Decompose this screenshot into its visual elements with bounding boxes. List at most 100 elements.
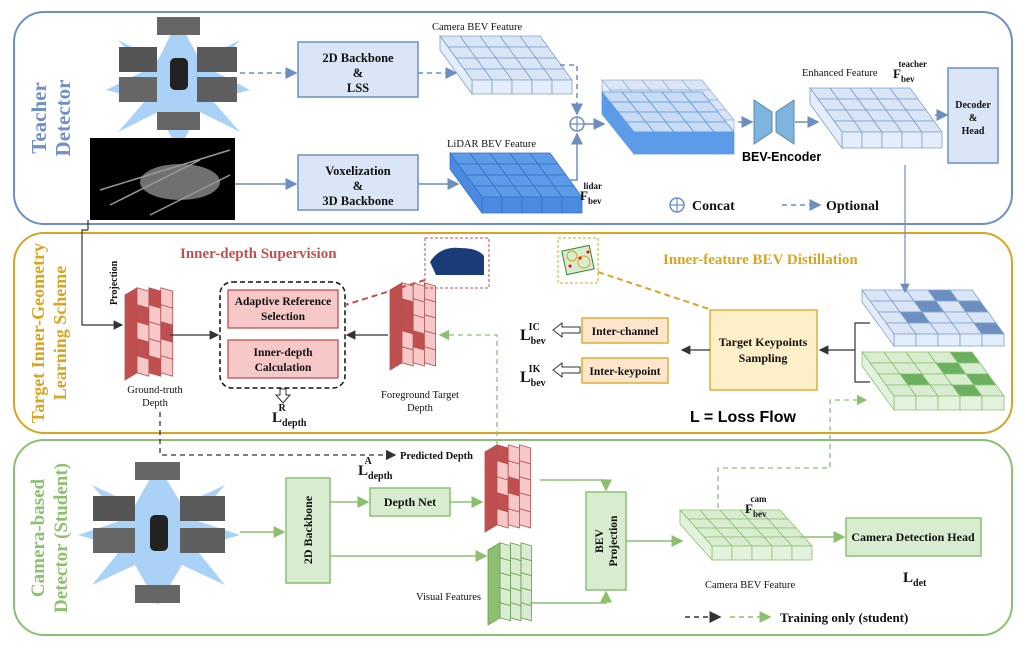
arrow-features-to-sampling: [820, 322, 870, 383]
l-depth-r-label: LdepthR: [272, 403, 307, 429]
grid-front-cell: [491, 79, 513, 95]
wall-cell: [520, 602, 532, 622]
adaptive-box-line1: Adaptive Reference: [235, 296, 332, 308]
arrow-lidarbev-to-concat: [570, 132, 583, 181]
adaptive-reference-box: [227, 289, 339, 329]
dashed-arrow-gt-to-predicted: [159, 412, 397, 461]
fused-bev-lower-grid: [601, 90, 735, 156]
student-camera-bev-grid: [679, 508, 813, 562]
grid-front-cell: [471, 79, 493, 95]
predicted-depth-wall: [484, 444, 531, 533]
student-title-line2: Detector (Student): [51, 463, 72, 613]
depth-net-label: Depth Net: [384, 495, 436, 509]
grid-side-face: [439, 34, 473, 96]
student-distill-grid: [861, 350, 1005, 412]
inter-channel-box: [581, 317, 669, 344]
teacher-camera-images: [106, 17, 250, 150]
ego-car-icon: [170, 58, 188, 90]
grid-front-cell: [693, 131, 715, 155]
grid-front-cell: [653, 131, 675, 155]
scheme-title: Target Inner-Geometry Learning Scheme: [28, 243, 70, 423]
teacher-2d-backbone-line1: 2D Backbone: [322, 51, 394, 65]
bev-projection-line1: BEV: [594, 528, 606, 552]
wall-cell: [499, 602, 511, 622]
grid-front-cell: [881, 131, 903, 149]
grid-side-face: [601, 90, 635, 156]
grid-front-cell: [501, 196, 523, 214]
bev-encoder-label: BEV-Encoder: [742, 150, 821, 164]
grid-front-cell: [791, 545, 813, 561]
voxelization-line3: 3D Backbone: [322, 194, 394, 208]
hollow-arrow-down-icon: [274, 388, 292, 404]
wall-side-face: [124, 287, 138, 381]
teacher-title-line2: Detector: [51, 80, 75, 157]
grid-front-cell: [915, 333, 939, 347]
l-depth-a-label: LdepthA: [358, 456, 393, 482]
grid-front-cell: [561, 196, 583, 214]
grid-front-cell: [673, 131, 695, 155]
teacher-2d-backbone-line3: LSS: [347, 81, 369, 95]
grid-side-face: [861, 288, 895, 348]
legend-training-label: Training only (student): [780, 610, 908, 625]
gt-depth-label-line2: Depth: [142, 398, 168, 409]
inter-keypoint-box: [581, 357, 669, 384]
scheme-title-line2: Learning Scheme: [50, 266, 70, 401]
teacher-title-line1: Teacher: [27, 82, 51, 154]
teacher-2d-backbone-box: [297, 41, 419, 98]
grid-side-face: [449, 151, 483, 215]
wall-cell: [423, 346, 437, 367]
student-camera-bev-label: Camera BEV Feature: [705, 580, 796, 591]
wall-side-face: [487, 542, 501, 626]
hollow-arrow-left-icon: [552, 321, 581, 339]
calc-box-line1: Inner-depth: [254, 347, 314, 359]
student-2d-backbone-box: [285, 477, 331, 584]
visual-features-label: Visual Features: [416, 592, 481, 603]
wall-cell: [507, 508, 520, 529]
student-camera-images: [78, 462, 240, 605]
wall-cell: [148, 355, 162, 377]
grid-front-cell: [541, 196, 563, 214]
inter-channel-label: Inter-channel: [592, 326, 659, 338]
enhanced-feature-grid: [809, 86, 943, 150]
grid-front-cell: [921, 131, 943, 149]
car-depth-inset-image: [430, 247, 484, 275]
grid-front-cell: [531, 79, 553, 95]
inter-keypoint-label: Inter-keypoint: [589, 366, 660, 378]
legend-optional-label: Optional: [826, 199, 879, 214]
grid-front-cell: [711, 545, 733, 561]
grid-front-cell: [551, 79, 573, 95]
inner-depth-module: [219, 281, 346, 389]
wall-cell: [496, 508, 509, 529]
concat-icon: [569, 116, 585, 132]
gt-depth-label-line1: Ground-truth: [127, 385, 183, 396]
arrow-visual-to-projection: [530, 590, 612, 604]
grid-front-cell: [937, 395, 961, 411]
student-title-line1: Camera-based: [28, 478, 49, 597]
scheme-panel: [13, 232, 1013, 434]
wall-cell: [160, 355, 174, 377]
fg-depth-label-line2: Depth: [407, 403, 433, 414]
wall-cell: [412, 346, 425, 367]
distillation-title: Inner-feature BEV Distillation: [663, 252, 858, 268]
grid-front-cell: [893, 333, 917, 347]
grid-front-cell: [901, 131, 923, 149]
calc-box-line2: Calculation: [255, 362, 312, 374]
lidar-bev-feature-label: LiDAR BEV Feature: [447, 139, 536, 150]
projection-line: [81, 229, 124, 330]
teacher-title: Teacher Detector: [27, 80, 75, 157]
bev-projection-box: [585, 491, 627, 591]
grid-side-face: [679, 508, 713, 562]
grid-front-cell: [521, 196, 543, 214]
grid-front-cell: [713, 131, 735, 155]
wall-side-face: [484, 444, 498, 533]
inner-depth-supervision-title: Inner-depth Supervision: [180, 246, 337, 262]
teacher-distill-grid: [861, 288, 1005, 348]
student-panel: [13, 439, 1013, 636]
wall-cell: [401, 346, 414, 367]
wall-side-face: [389, 282, 403, 371]
camera-detection-head-label: Camera Detection Head: [851, 530, 975, 544]
ego-car-icon: [150, 515, 168, 551]
wall-cell: [136, 355, 150, 377]
legend-concat-label: Concat: [692, 199, 735, 214]
